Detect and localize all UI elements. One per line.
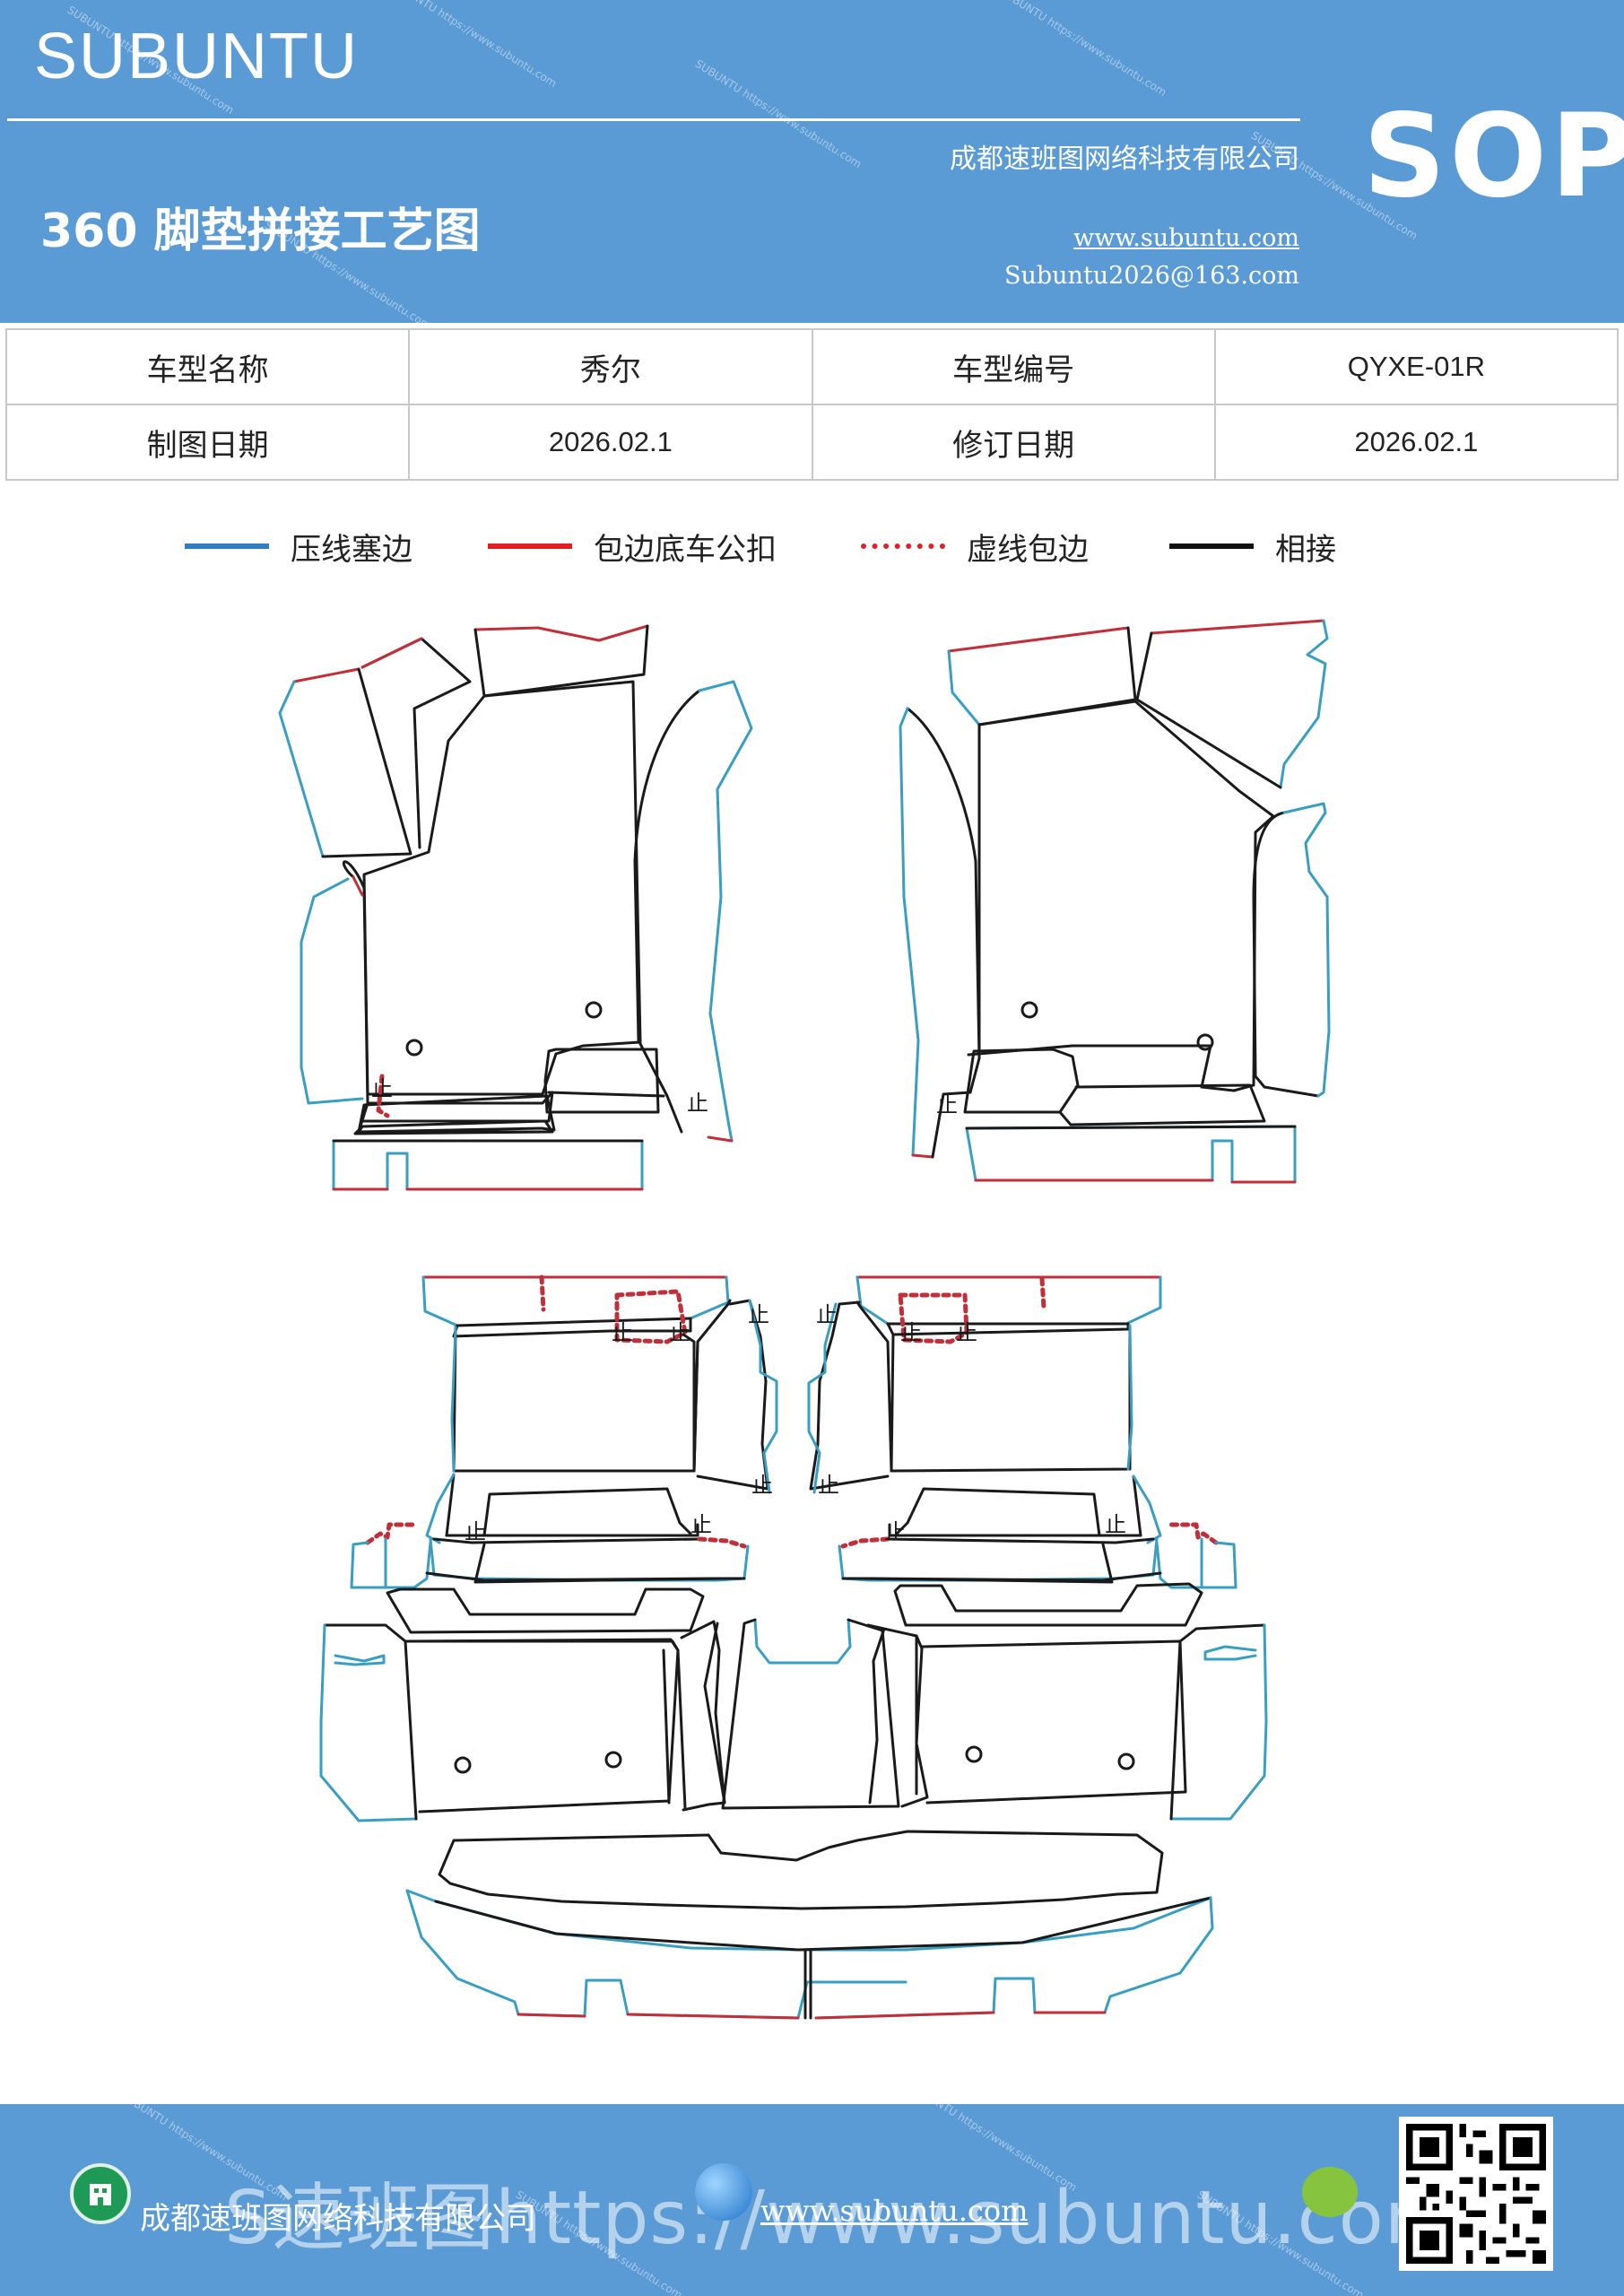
footer-website-link[interactable]: www.subuntu.com: [760, 2194, 1029, 2228]
globe-icon: [695, 2163, 752, 2221]
joint-mark: 止: [751, 1473, 773, 1498]
joint-mark: 止: [465, 1519, 486, 1544]
rear-right-mat: 止 止 止 止 止 止: [807, 1275, 1238, 1589]
legend-label: 虚线包边: [967, 531, 1089, 568]
joint-mark: 止: [900, 1320, 922, 1345]
company-name: 成都速班图网络科技有限公司: [950, 144, 1299, 175]
joint-mark: 止: [1105, 1512, 1126, 1537]
draw-date-label: 制图日期: [4, 404, 411, 481]
info-table: 车型名称 秀尔 车型编号 QYXE-01R 制图日期 2026.02.1 修订日…: [4, 328, 1620, 481]
document-title: 360 脚垫拼接工艺图: [40, 204, 481, 258]
header-divider: [7, 118, 1300, 121]
sop-label: SOP: [1363, 90, 1624, 223]
watermark: SUBUNTU https://www.subuntu.com: [692, 57, 864, 171]
joint-mark: 止: [884, 1519, 906, 1544]
qr-code-icon: [1399, 2117, 1553, 2271]
legend-item-joint: 相接: [1169, 524, 1336, 569]
brand-name: SUBUNTU: [34, 21, 360, 92]
joint-mark: 止: [371, 1076, 393, 1101]
rear-floor-mat: [319, 1582, 1268, 1822]
website-link[interactable]: www.subuntu.com: [1073, 224, 1299, 252]
legend-label: 相接: [1275, 531, 1336, 568]
trunk-mat: [405, 1830, 1214, 2020]
mat-diagram: .k { stroke: #1a1a1a; stroke-width: 3; }…: [278, 619, 1331, 2020]
building-icon-glyph: [90, 2184, 111, 2205]
legend-swatch: [861, 544, 945, 549]
revise-date-value: 2026.02.1: [1213, 404, 1620, 481]
joint-mark: 止: [956, 1320, 977, 1345]
watermark: SUBUNTU https://www.subuntu.com: [997, 0, 1169, 100]
joint-mark: 止: [690, 1512, 712, 1537]
joint-mark: 止: [612, 1320, 633, 1345]
legend-swatch: [1169, 544, 1254, 549]
model-name-value: 秀尔: [408, 328, 813, 405]
legend-label: 压线塞边: [291, 531, 413, 568]
footer-banner: SUBUNTU https://www.subuntu.com SUBUNTU …: [0, 2104, 1624, 2296]
joint-mark: 止: [816, 1302, 838, 1327]
legend-label: 包边底车公扣: [594, 531, 777, 568]
model-code-label: 车型编号: [811, 328, 1216, 405]
joint-mark: 止: [687, 1091, 708, 1116]
watermark: SUBUNTU https://www.subuntu.com: [387, 0, 560, 91]
front-right-mat: 止: [899, 619, 1331, 1184]
legend-item-dotted: 虚线包边: [861, 524, 1089, 569]
header-banner: SUBUNTU https://www.subuntu.com SUBUNTU …: [0, 0, 1624, 323]
rear-left-mat: 止 止 止 止 止 止: [350, 1274, 778, 1589]
email-address[interactable]: Subuntu2026@163.com: [1004, 262, 1299, 290]
legend-item-wrap: 包边底车公扣: [488, 524, 777, 569]
revise-date-label: 修订日期: [811, 404, 1216, 481]
building-icon: [70, 2163, 131, 2224]
footer-watermark-text: S速班图https://www.subuntu.com: [224, 2176, 1457, 2261]
joint-mark: 止: [669, 1320, 690, 1345]
legend-swatch: [185, 544, 269, 549]
draw-date-value: 2026.02.1: [408, 404, 813, 481]
table-row: 车型名称 秀尔 车型编号 QYXE-01R: [4, 328, 1620, 405]
model-name-label: 车型名称: [4, 328, 411, 405]
legend-swatch: [488, 544, 572, 549]
table-row: 制图日期 2026.02.1 修订日期 2026.02.1: [4, 404, 1620, 481]
joint-mark: 止: [818, 1473, 839, 1498]
qr-code-pattern: [1406, 2124, 1546, 2264]
front-left-mat: 止 止: [278, 624, 753, 1191]
model-code-value: QYXE-01R: [1213, 328, 1620, 405]
joint-mark: 止: [748, 1302, 769, 1327]
wechat-icon[interactable]: [1302, 2167, 1358, 2217]
footer-company-name: 成都速班图网络科技有限公司: [140, 2201, 536, 2237]
legend-item-press: 压线塞边: [185, 524, 413, 569]
joint-mark: 止: [936, 1092, 958, 1118]
